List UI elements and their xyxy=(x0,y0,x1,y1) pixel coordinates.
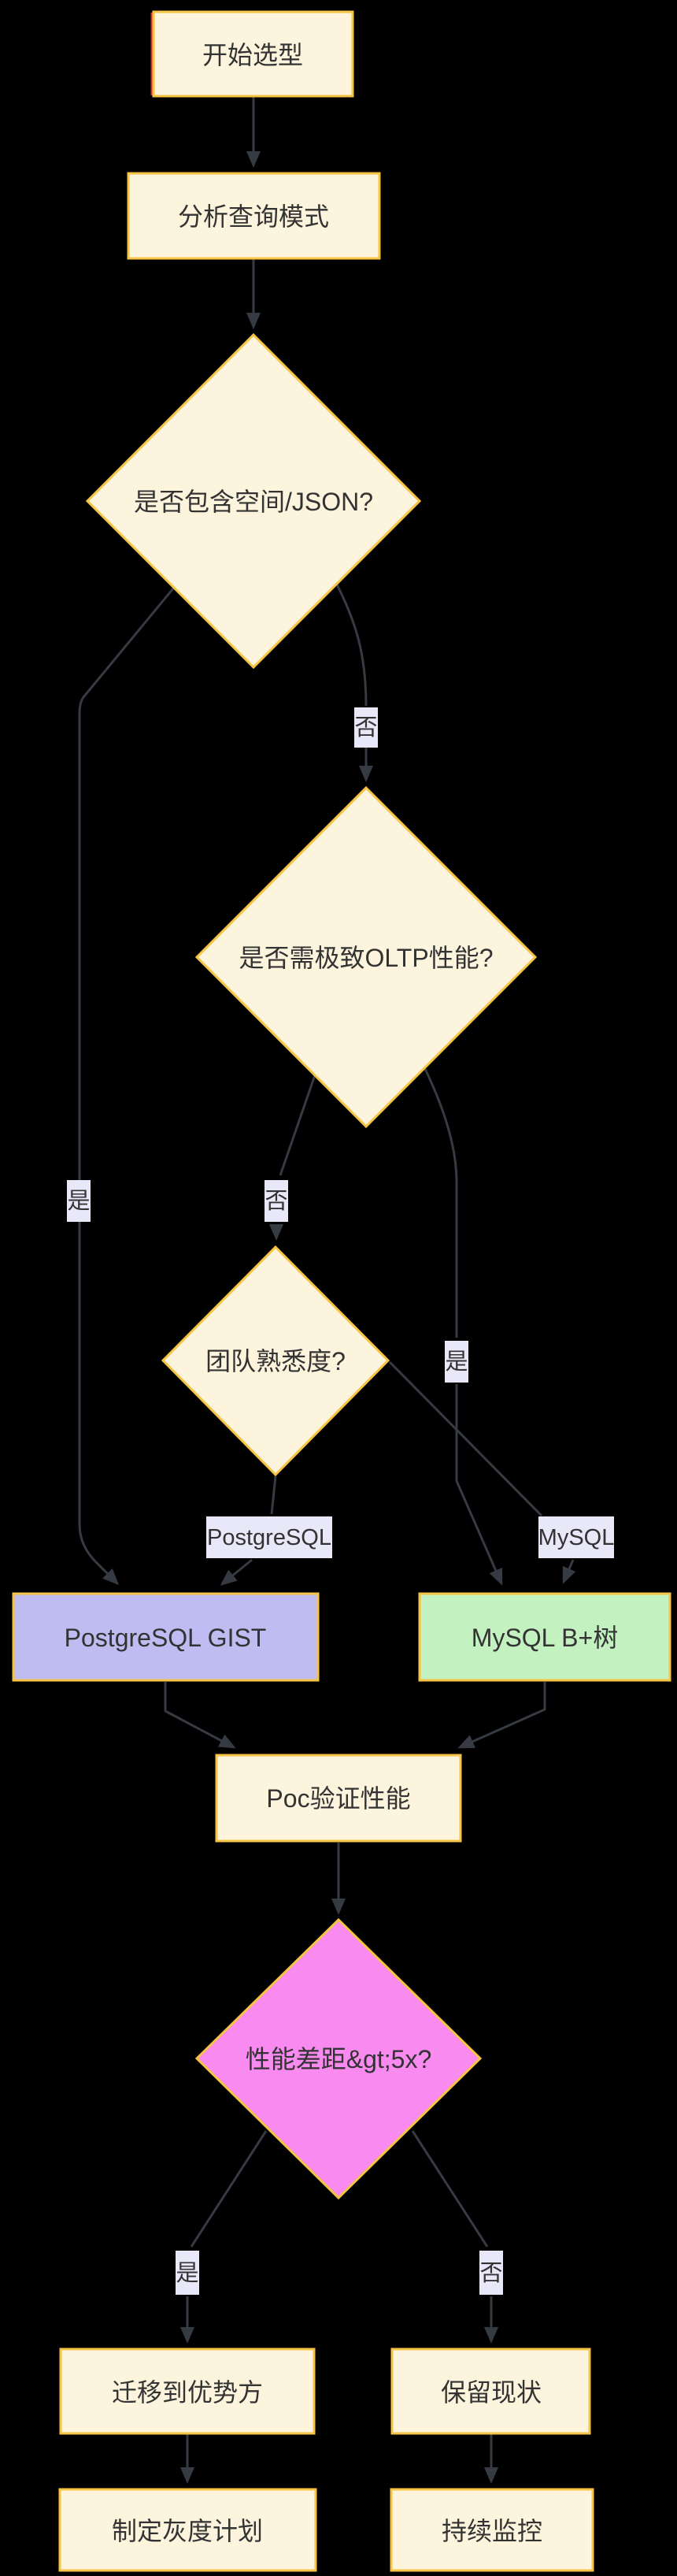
svg-text:否: 否 xyxy=(354,715,377,741)
edge-gap-migrate-upper xyxy=(190,2130,268,2248)
svg-text:团队熟悉度?: 团队熟悉度? xyxy=(205,1347,346,1375)
svg-text:分析查询模式: 分析查询模式 xyxy=(178,202,329,231)
edge-spatial-pg xyxy=(78,583,179,1586)
svg-text:制定灰度计划: 制定灰度计划 xyxy=(112,2517,263,2545)
node-poc-verify: Poc验证性能 xyxy=(215,1754,462,1843)
edge-oltp-mysql-lower xyxy=(455,1384,503,1586)
svg-text:迁移到优势方: 迁移到优势方 xyxy=(112,2378,263,2407)
edge-team-mysql-upper xyxy=(388,1360,543,1517)
svg-text:保留现状: 保留现状 xyxy=(441,2378,542,2407)
edge-mysql-poc xyxy=(457,1682,546,1749)
svg-text:性能差距&gt;5x?: 性能差距&gt;5x? xyxy=(246,2045,432,2073)
svg-text:是: 是 xyxy=(176,2261,198,2286)
node-keep-status-quo: 保留现状 xyxy=(390,2348,591,2435)
edge-oltp-team-upper xyxy=(279,1075,316,1176)
decision-team-familiarity: 团队熟悉度? xyxy=(161,1245,390,1477)
svg-text:是: 是 xyxy=(67,1189,90,1214)
node-mysql-btree: MySQL B+树 xyxy=(418,1592,671,1682)
edge-oltp-mysql-upper xyxy=(424,1068,458,1338)
svg-text:PostgreSQL GIST: PostgreSQL GIST xyxy=(65,1624,267,1652)
svg-text:开始选型: 开始选型 xyxy=(202,41,303,69)
edge-label-no-2: 否 xyxy=(265,1180,288,1222)
node-postgresql-gist: PostgreSQL GIST xyxy=(12,1592,320,1682)
svg-text:是否包含空间/JSON?: 是否包含空间/JSON? xyxy=(134,488,373,516)
decision-performance-gap: 性能差距&gt;5x? xyxy=(194,1917,483,2200)
svg-text:是否需极致OLTP性能?: 是否需极致OLTP性能? xyxy=(239,944,493,972)
decision-oltp-performance: 是否需极致OLTP性能? xyxy=(194,785,538,1129)
node-migrate: 迁移到优势方 xyxy=(59,2348,316,2435)
edge-team-pg-lower xyxy=(220,1558,253,1586)
edge-labels: 否 是 否 是 PostgreSQL MySQL 是 否 xyxy=(67,707,614,2295)
node-analyze: 分析查询模式 xyxy=(127,172,381,260)
svg-text:是: 是 xyxy=(445,1349,468,1375)
edge-spatial-oltp-upper xyxy=(335,584,368,707)
svg-text:否: 否 xyxy=(265,1189,287,1214)
edge-pg-poc xyxy=(164,1682,236,1749)
edge-gap-keep-upper xyxy=(411,2130,489,2248)
svg-text:MySQL B+树: MySQL B+树 xyxy=(472,1624,618,1652)
edge-label-postgresql: PostgreSQL xyxy=(206,1516,332,1558)
nodes: 开始选型 分析查询模式 是否包含空间/JSON? 是否需极致OLTP性能? 团队… xyxy=(12,10,671,2572)
edge-label-no-1: 否 xyxy=(354,707,378,748)
node-continuous-monitoring: 持续监控 xyxy=(390,2488,594,2572)
edge-label-no-3: 否 xyxy=(479,2251,503,2295)
svg-text:PostgreSQL: PostgreSQL xyxy=(207,1525,331,1550)
svg-text:MySQL: MySQL xyxy=(538,1525,615,1550)
edge-label-yes-right: 是 xyxy=(445,1341,468,1383)
svg-text:Poc验证性能: Poc验证性能 xyxy=(266,1784,410,1813)
edges xyxy=(78,96,576,2484)
edge-label-yes-left: 是 xyxy=(67,1180,91,1222)
edge-label-mysql: MySQL xyxy=(538,1516,615,1558)
edge-team-pg-upper xyxy=(270,1475,277,1515)
decision-spatial-json: 是否包含空间/JSON? xyxy=(85,332,422,670)
node-start: 开始选型 xyxy=(150,10,354,98)
edge-team-mysql-lower xyxy=(562,1559,576,1584)
svg-text:持续监控: 持续监控 xyxy=(442,2517,542,2545)
edge-label-yes-2: 是 xyxy=(176,2251,199,2295)
node-gray-release-plan: 制定灰度计划 xyxy=(58,2488,317,2572)
svg-text:否: 否 xyxy=(479,2261,502,2286)
